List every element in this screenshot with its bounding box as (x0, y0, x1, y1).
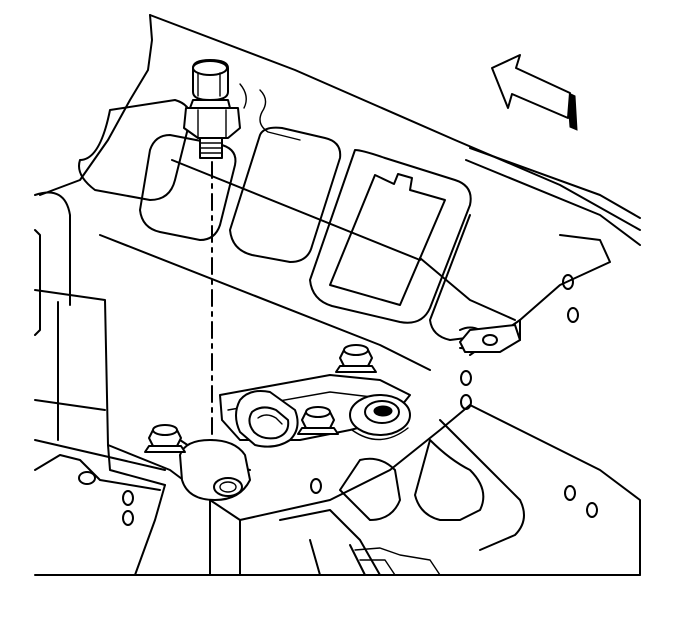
direction-arrow-icon (491, 54, 578, 131)
mounting-tab (459, 324, 521, 353)
engine-block (34, 319, 641, 576)
sensor-mounting-boss (179, 439, 251, 501)
bolt-icon (335, 344, 377, 373)
left-block (34, 191, 166, 491)
cylinder-head-casting (39, 14, 641, 371)
connector (235, 390, 299, 448)
sensor-icon (183, 59, 241, 159)
head-pockets (78, 99, 491, 341)
bolt-icon (144, 424, 186, 453)
bolt-icon (297, 406, 339, 435)
seal-washer (349, 394, 411, 441)
